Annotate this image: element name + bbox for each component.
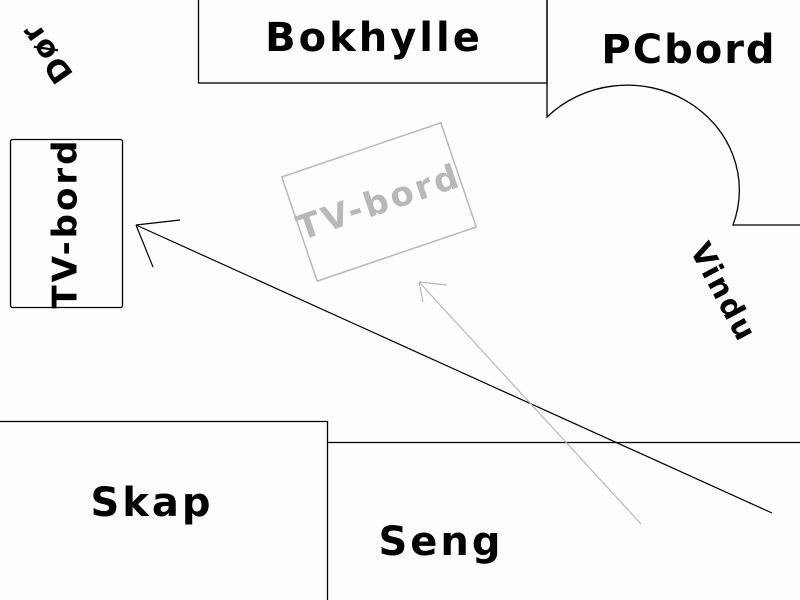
move-arrow-gray [418, 281, 642, 525]
bookshelf: Bokhylle [197, 0, 548, 84]
wardrobe: Skap [0, 420, 329, 600]
bed-label: Seng [378, 519, 503, 565]
pc-desk: PCbord [546, 0, 800, 226]
wardrobe-label: Skap [90, 480, 213, 526]
pc-desk-label: PCbord [601, 27, 776, 73]
tv-stand-current: TV-bord [9, 138, 124, 309]
bed: Seng [327, 441, 800, 565]
bookshelf-label: Bokhylle [265, 15, 483, 61]
tv-stand-current-label: TV-bord [46, 138, 86, 309]
move-arrow-black [135, 219, 773, 514]
